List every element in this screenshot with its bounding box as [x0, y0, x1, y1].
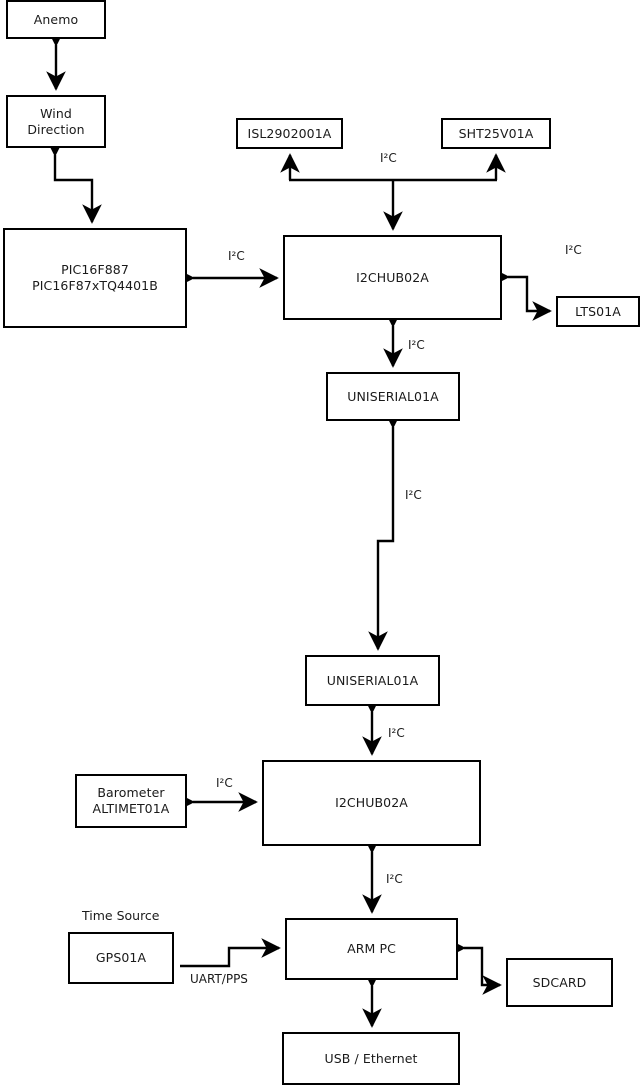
node-barometer-altimet01a-label: Barometer ALTIMET01A — [92, 785, 170, 816]
node-gps01a[interactable]: GPS01A — [68, 932, 174, 984]
node-usb-ethernet[interactable]: USB / Ethernet — [282, 1032, 460, 1085]
node-i2chub02a-top-label: I2CHUB02A — [356, 269, 429, 285]
connector-hub-lts — [490, 267, 552, 321]
node-barometer-altimet01a[interactable]: Barometer ALTIMET01A — [75, 774, 187, 828]
node-wind-direction[interactable]: Wind Direction — [6, 95, 106, 148]
node-sdcard[interactable]: SDCARD — [506, 958, 613, 1007]
node-i2chub02a-bottom-label: I2CHUB02A — [335, 795, 408, 810]
edge-label-uniserial-hub2: I²C — [388, 726, 405, 740]
node-uniserial01a-top-label: UNISERIAL01A — [347, 388, 439, 404]
edge-label-gps-armpc: UART/PPS — [190, 972, 248, 986]
node-pic-microcontroller[interactable]: PIC16F887 PIC16F87xTQ4401B — [3, 228, 187, 328]
edge-label-hub-lts: I²C — [565, 243, 582, 257]
connector-armpc-sdcard — [446, 938, 502, 995]
edge-label-hub-uniserial: I²C — [408, 338, 425, 352]
connector-uniserial-link — [368, 409, 403, 651]
connector-wind-pic — [45, 137, 102, 224]
node-anemo-label: Anemo — [33, 11, 79, 27]
node-isl2902001a[interactable]: ISL2902001A — [236, 118, 343, 149]
node-uniserial01a-bottom-label: UNISERIAL01A — [326, 672, 419, 688]
edge-label-isl-sht-bus: I²C — [380, 151, 397, 165]
connector-gps-armpc — [180, 938, 281, 968]
edge-label-barometer-hub2: I²C — [216, 776, 233, 790]
node-wind-direction-label: Wind Direction — [27, 105, 85, 137]
node-lts01a[interactable]: LTS01A — [556, 296, 640, 327]
edge-label-uniserial-link: I²C — [405, 488, 422, 502]
node-sdcard-label: SDCARD — [532, 974, 587, 990]
node-uniserial01a-top[interactable]: UNISERIAL01A — [326, 372, 460, 421]
node-isl2902001a-label: ISL2902001A — [247, 125, 332, 141]
node-i2chub02a-top[interactable]: I2CHUB02A — [283, 235, 502, 320]
node-lts01a-label: LTS01A — [575, 303, 621, 319]
node-sht25v01a-label: SHT25V01A — [458, 125, 534, 141]
edge-label-pic-hub: I²C — [228, 249, 245, 263]
node-usb-ethernet-label: USB / Ethernet — [324, 1050, 418, 1066]
edge-label-hub2-armpc: I²C — [386, 872, 403, 886]
node-sht25v01a[interactable]: SHT25V01A — [441, 118, 551, 149]
node-gps01a-label: GPS01A — [95, 950, 147, 965]
label-time-source: Time Source — [82, 908, 160, 923]
node-uniserial01a-bottom[interactable]: UNISERIAL01A — [305, 655, 440, 706]
node-i2chub02a-bottom[interactable]: I2CHUB02A — [262, 760, 481, 846]
node-arm-pc-label: ARM PC — [347, 941, 396, 956]
node-arm-pc[interactable]: ARM PC — [285, 918, 458, 980]
node-pic-microcontroller-label: PIC16F887 PIC16F87xTQ4401B — [32, 262, 158, 293]
node-anemo[interactable]: Anemo — [6, 0, 106, 39]
